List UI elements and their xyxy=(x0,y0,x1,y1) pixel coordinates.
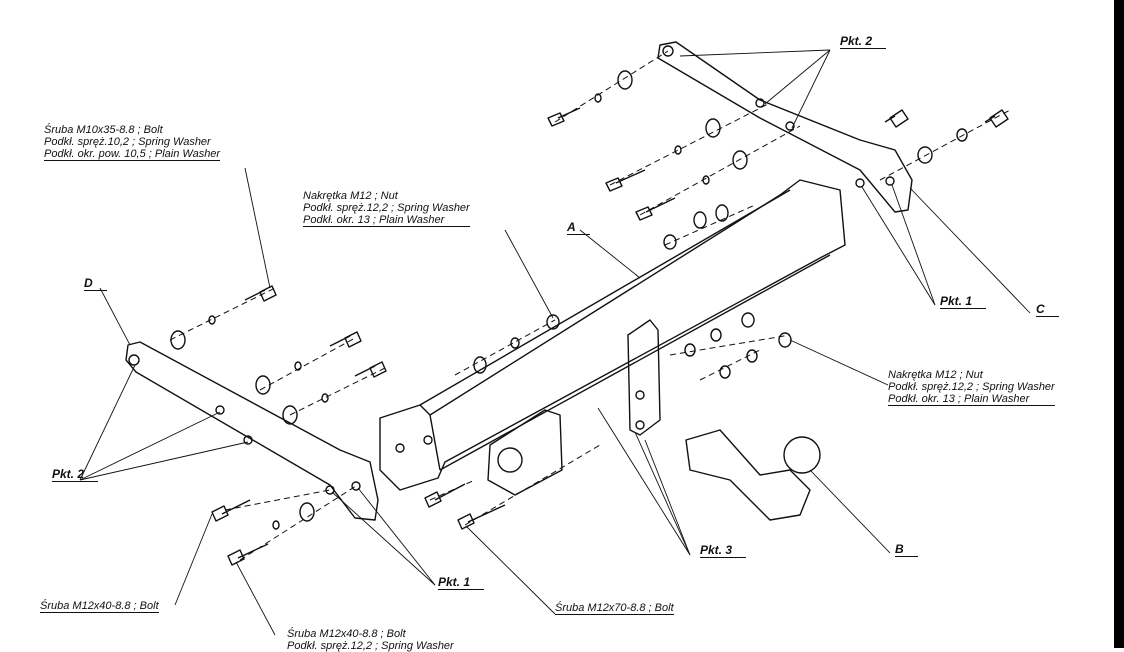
callout-nut-right: Nakrętka M12 ; Nut Podkł. spręż.12,2 ; S… xyxy=(888,369,1055,406)
part-letter-b: B xyxy=(895,542,918,557)
bracket-d xyxy=(125,341,379,521)
callout-bolt-m12-bottom: Śruba M12x40-8.8 ; Bolt Podkł. spręż.12,… xyxy=(287,628,454,652)
pkt1-right-tag: Pkt. 1 xyxy=(940,294,987,309)
pkt3-tag: Pkt. 3 xyxy=(700,543,747,558)
bolts xyxy=(211,107,1009,566)
part-letter-c: C xyxy=(1036,302,1059,317)
pkt1-bottom-tag: Pkt. 1 xyxy=(438,575,485,590)
callout-line: Śruba M12x70-8.8 ; Bolt xyxy=(555,602,674,615)
callout-line: Nakrętka M12 ; Nut xyxy=(303,190,398,202)
pkt2-left-tag: Pkt. 2 xyxy=(52,467,99,482)
callout-bolt-m12-left: Śruba M12x40-8.8 ; Bolt xyxy=(40,600,159,613)
part-letter-d: D xyxy=(84,276,107,291)
callout-bolt-m12x70: Śruba M12x70-8.8 ; Bolt xyxy=(555,602,674,615)
callout-line: Śruba M12x40-8.8 ; Bolt xyxy=(40,600,159,613)
socket-plate xyxy=(487,409,563,496)
ball-bracket xyxy=(627,319,661,436)
callout-line: Podkł. okr. 13 ; Plain Washer xyxy=(888,393,1055,406)
pkt2-top-tag: Pkt. 2 xyxy=(840,34,887,49)
bracket-c xyxy=(657,41,913,213)
callout-line: Podkł. spręż.12,2 ; Spring Washer xyxy=(888,381,1055,393)
callout-line: Podkł. okr. 13 ; Plain Washer xyxy=(303,214,470,227)
callout-line: Podkł. spręż.12,2 ; Spring Washer xyxy=(303,202,470,214)
callout-nut-top: Nakrętka M12 ; Nut Podkł. spręż.12,2 ; S… xyxy=(303,190,470,227)
callout-line: Podkł. spręż.10,2 ; Spring Washer xyxy=(44,136,211,148)
ball-neck-b xyxy=(685,429,811,521)
callout-bolt-m10: Śruba M10x35-8.8 ; Bolt Podkł. spręż.10,… xyxy=(44,124,221,161)
callout-line: Podkł. spręż.12,2 ; Spring Washer xyxy=(287,640,454,652)
callout-line: Śruba M10x35-8.8 ; Bolt xyxy=(44,124,163,136)
right-edge-bar xyxy=(1114,0,1124,648)
part-letter-a: A xyxy=(567,220,590,235)
callout-line: Nakrętka M12 ; Nut xyxy=(888,369,983,381)
callout-line: Śruba M12x40-8.8 ; Bolt xyxy=(287,628,406,640)
washers xyxy=(170,70,968,530)
callout-line: Podkł. okr. pow. 10,5 ; Plain Washer xyxy=(44,148,221,161)
